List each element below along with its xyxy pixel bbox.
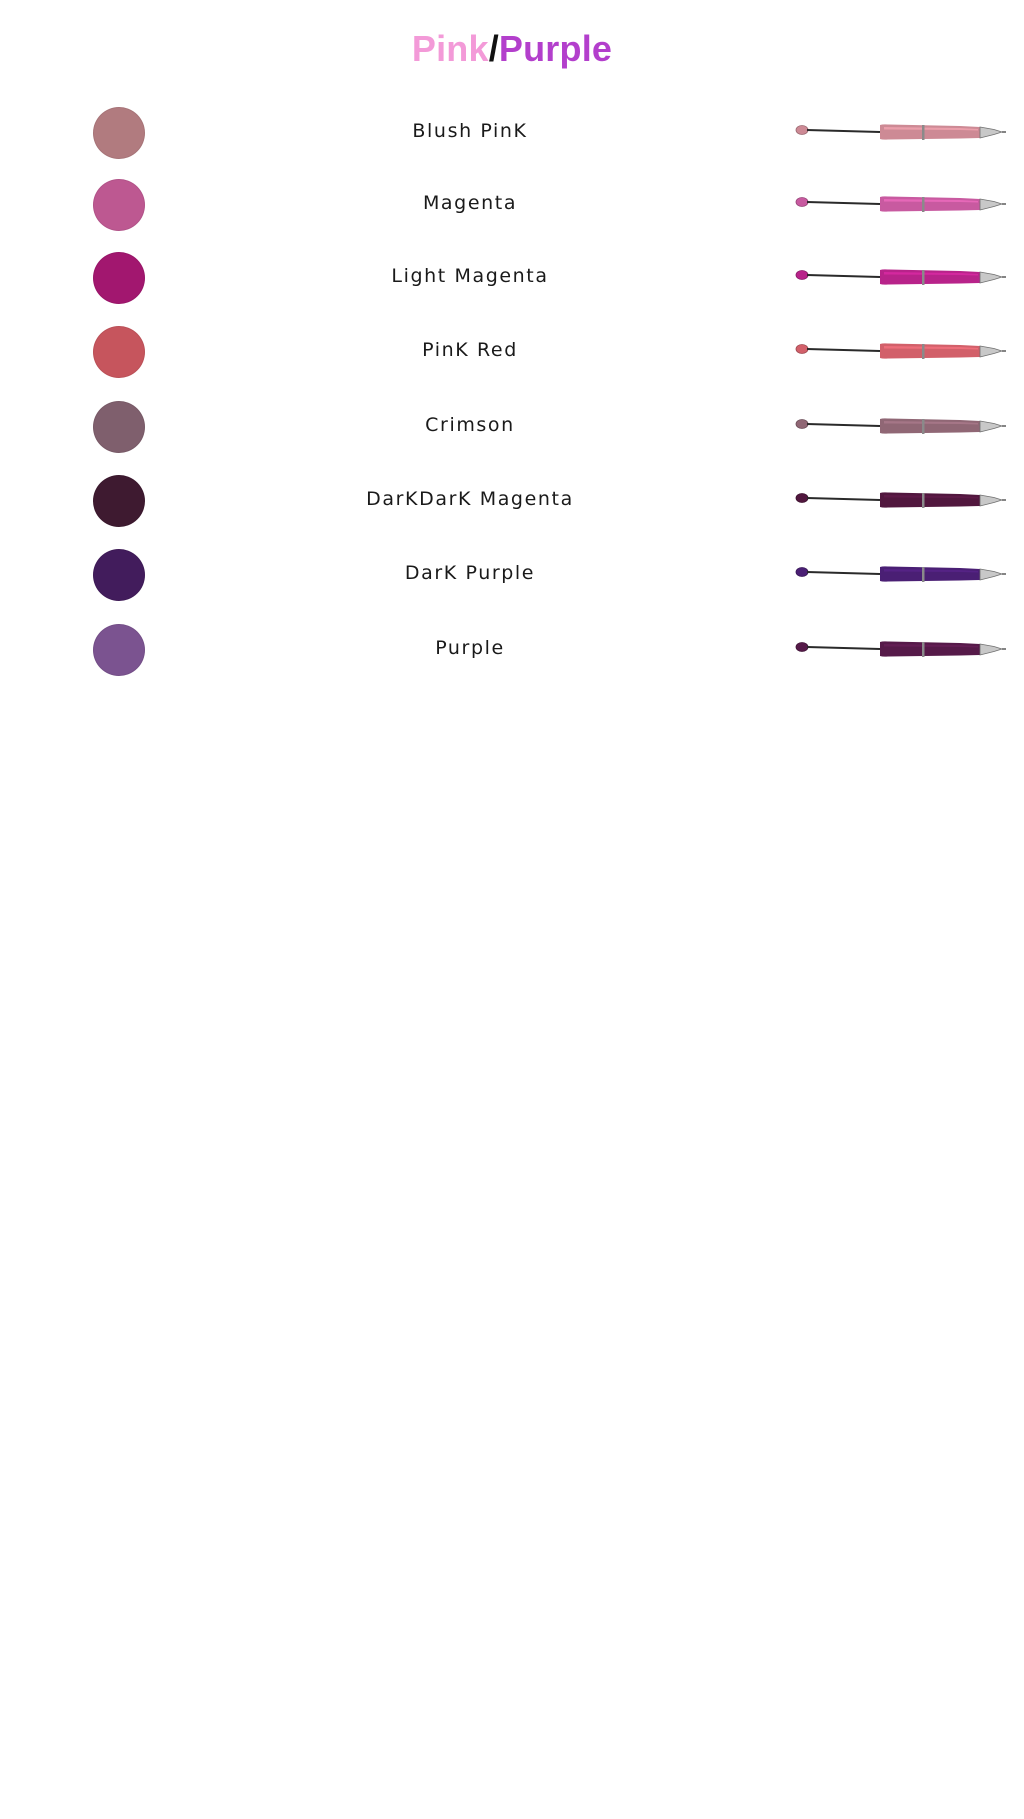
pen-image <box>795 196 1006 212</box>
pen-image <box>795 418 1006 434</box>
color-swatch <box>93 107 145 159</box>
pen-image <box>795 641 1006 657</box>
color-name: Blush PinK <box>412 120 528 142</box>
color-swatch <box>93 326 145 378</box>
color-swatch <box>93 624 145 676</box>
page-title: Pink/Purple <box>0 28 1024 70</box>
color-name: Crimson <box>425 414 515 436</box>
color-name: DarKDarK Magenta <box>366 488 574 510</box>
color-row: Blush PinK <box>0 103 1024 163</box>
color-row: DarK Purple <box>0 545 1024 605</box>
pen-image <box>795 343 1006 359</box>
color-swatch <box>93 401 145 453</box>
color-swatch <box>93 252 145 304</box>
color-row: Light Magenta <box>0 248 1024 308</box>
pen-image <box>795 566 1006 582</box>
color-name: Magenta <box>422 192 518 214</box>
color-name: Purple <box>435 637 505 659</box>
color-row: Purple <box>0 620 1024 680</box>
pen-image <box>795 124 1006 140</box>
title-pink: Pink <box>411 28 489 69</box>
color-name: DarK Purple <box>404 562 536 584</box>
color-swatch <box>93 549 145 601</box>
title-separator: / <box>488 28 499 69</box>
title-purple: Purple <box>498 28 613 69</box>
color-name: Light Magenta <box>391 265 549 287</box>
color-row: Magenta <box>0 175 1024 235</box>
color-row: Crimson <box>0 397 1024 457</box>
color-row: PinK Red <box>0 322 1024 382</box>
color-name: PinK Red <box>422 339 518 361</box>
pen-image <box>795 269 1006 285</box>
color-row: DarKDarK Magenta <box>0 471 1024 531</box>
color-swatch <box>93 179 145 231</box>
color-swatch <box>93 475 145 527</box>
pen-image <box>795 492 1006 508</box>
